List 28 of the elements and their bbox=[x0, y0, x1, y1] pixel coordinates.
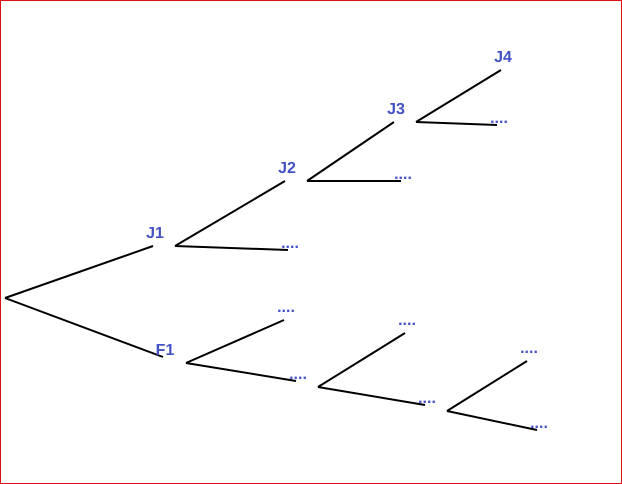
branch-line bbox=[186, 362, 296, 382]
node-label: .... bbox=[490, 111, 508, 127]
node-label: .... bbox=[530, 416, 548, 432]
branch-line bbox=[307, 180, 401, 182]
branch-line bbox=[4, 297, 164, 358]
branch-line bbox=[186, 319, 284, 364]
branch-line bbox=[415, 69, 502, 123]
node-label: .... bbox=[277, 300, 295, 316]
node-label: .... bbox=[398, 313, 416, 329]
node-label: J3 bbox=[387, 102, 405, 118]
node-label: .... bbox=[520, 341, 538, 357]
node-label: .... bbox=[394, 167, 412, 183]
branch-line bbox=[318, 386, 426, 406]
branch-line bbox=[416, 121, 498, 126]
branch-line bbox=[4, 245, 154, 299]
branch-line bbox=[306, 121, 395, 182]
branch-line bbox=[446, 410, 538, 431]
branch-line bbox=[317, 332, 406, 388]
node-label: .... bbox=[281, 236, 299, 252]
branch-line bbox=[446, 360, 528, 412]
branch-line bbox=[174, 180, 286, 247]
node-label: J2 bbox=[278, 161, 296, 177]
node-label: J1 bbox=[146, 226, 164, 242]
node-label: F1 bbox=[156, 343, 174, 359]
branch-line bbox=[174, 245, 288, 251]
node-label: J4 bbox=[494, 50, 512, 66]
node-label: .... bbox=[418, 391, 436, 407]
node-label: .... bbox=[289, 367, 307, 383]
